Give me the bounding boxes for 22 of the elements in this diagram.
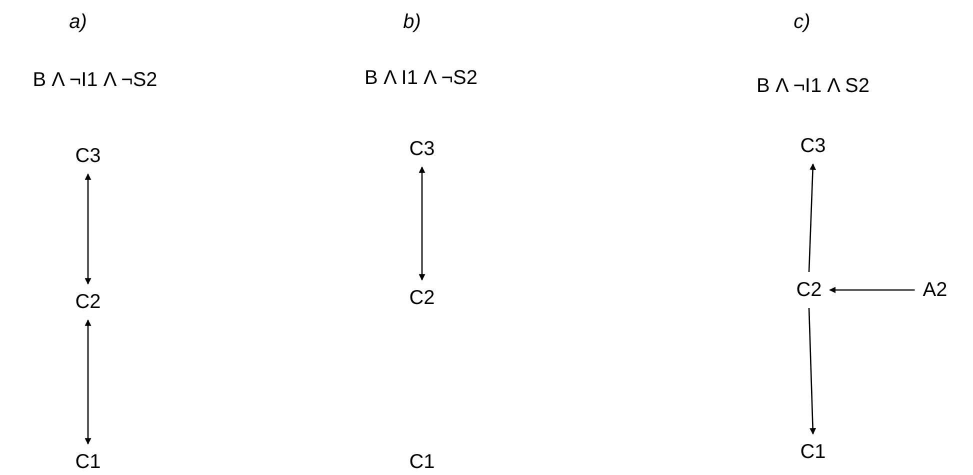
node-label: C2 (409, 288, 435, 308)
node-label: C3 (800, 136, 826, 156)
node-label: C1 (75, 452, 101, 472)
panel-label: b) (403, 12, 421, 32)
arrow (829, 286, 915, 294)
panel-label: c) (794, 12, 810, 32)
node-label: C2 (796, 280, 822, 300)
condition-formula: B Λ ¬I1 Λ ¬S2 (32, 70, 158, 90)
arrow (84, 319, 92, 445)
arrow (808, 163, 816, 272)
arrow (84, 173, 92, 285)
node-label: C1 (409, 452, 435, 472)
node-label: C3 (75, 146, 101, 166)
node-label: C3 (409, 139, 435, 159)
condition-formula: B Λ ¬I1 Λ S2 (756, 76, 870, 96)
node-label: C1 (800, 442, 826, 462)
arrow (808, 308, 816, 435)
panel-label: a) (69, 12, 87, 32)
condition-formula: B Λ I1 Λ ¬S2 (364, 68, 478, 88)
node-label: C2 (75, 292, 101, 312)
arrow (418, 166, 426, 281)
node-label: A2 (922, 280, 948, 300)
